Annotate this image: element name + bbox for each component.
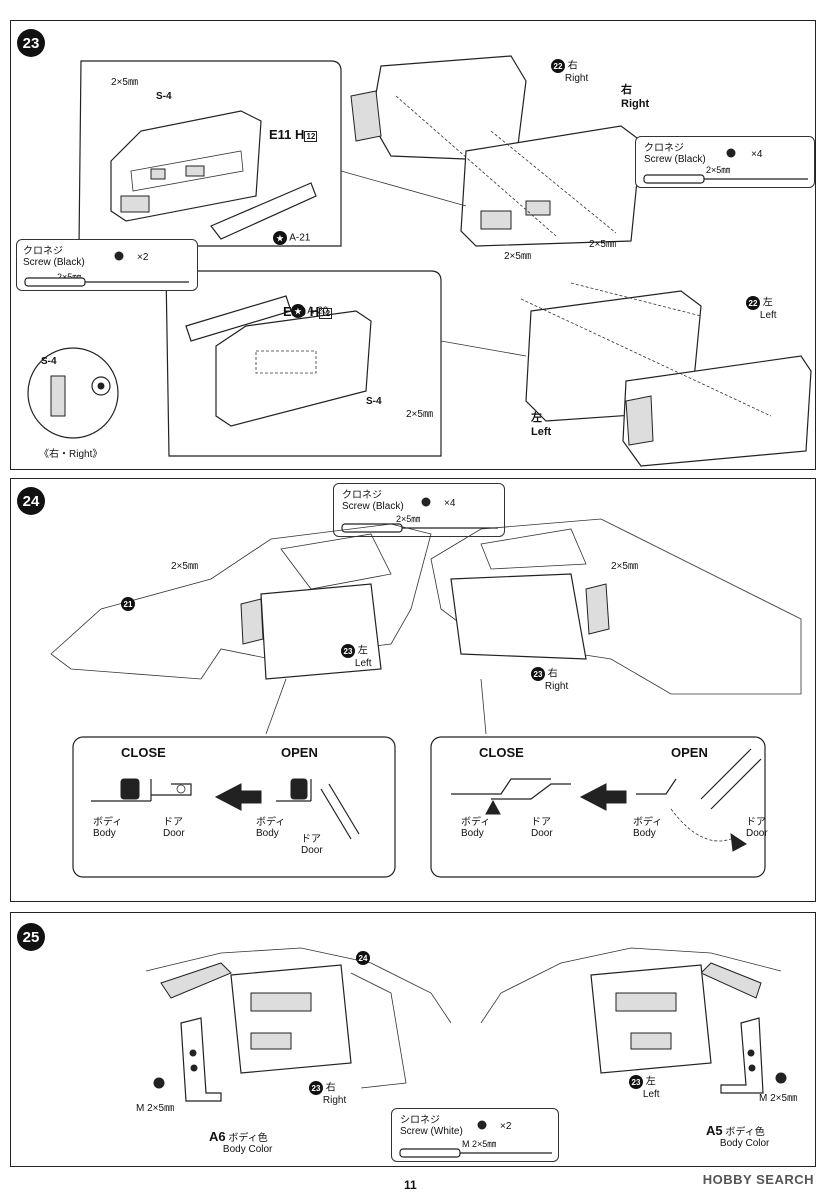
step23-illustration	[27, 55, 812, 467]
detail-circle	[27, 347, 119, 439]
ref23-right-25: 23 右 Right	[309, 1081, 346, 1106]
step-24-panel: 24 クロネジ Screw (Black) ×4 2×5㎜	[10, 478, 816, 902]
close-open-box-left	[72, 736, 396, 878]
screw-icon-right	[775, 1072, 787, 1084]
page-number: 11	[404, 1178, 417, 1192]
part-s4-label-2: S-4	[366, 396, 382, 407]
part-a6-label: A6 ボディ色 Body Color	[209, 1129, 273, 1155]
ref24: 24	[356, 951, 370, 965]
screw-size-label-3: 2×5㎜	[589, 239, 616, 250]
part-a5-label: A5 ボディ色 Body Color	[706, 1123, 770, 1149]
screw-m-left: M 2×5㎜	[136, 1103, 175, 1114]
detail-frame-right	[78, 60, 342, 247]
body-outline-right	[480, 947, 782, 1024]
part-s4-label-detail: S-4	[41, 356, 57, 367]
screw-size-left: 2×5㎜	[171, 561, 198, 572]
open-label-left: OPEN	[281, 745, 318, 760]
decal-a20-label: ★ A-20	[291, 304, 328, 318]
screw-icon-left	[153, 1077, 165, 1089]
decal-a21-label: ★ A-21	[273, 231, 310, 245]
detail-frame-left	[165, 270, 442, 457]
ref22-left: 22 左 Left	[746, 296, 777, 321]
screw-size-label-4: 2×5㎜	[504, 251, 531, 262]
screw-size-label-1: 2×5㎜	[111, 77, 138, 88]
open-label-right: OPEN	[671, 745, 708, 760]
car-body-left	[50, 523, 432, 680]
screwdriver-icon	[24, 251, 189, 287]
step24-illustration	[50, 518, 802, 878]
door-interior-right	[230, 964, 352, 1074]
ref23-left-25: 23 左 Left	[629, 1075, 660, 1100]
watermark: HOBBY SEARCH	[702, 1172, 814, 1187]
close-label-left: CLOSE	[121, 745, 166, 760]
hinge-left	[625, 395, 654, 446]
screw-size-label-2: 2×5㎜	[406, 409, 433, 420]
inner-panel-left-detail	[215, 310, 372, 427]
step-25-panel: 25 24 23 右 Right 23 左 Left M 2×5㎜ M 2×5㎜…	[10, 912, 816, 1167]
screw-size-right: 2×5㎜	[611, 561, 638, 572]
detail-right-label: 《右・Right》	[39, 449, 103, 460]
ref23-right: 23 右 Right	[531, 667, 568, 692]
ref21: 21	[121, 597, 135, 611]
screw-box-black-x2: クロネジ Screw (Black) ×2 2×5㎜	[16, 239, 198, 291]
hinge-right	[350, 90, 382, 142]
trim-strip-right	[210, 182, 317, 240]
ref22-right: 22 右 Right	[551, 59, 588, 84]
step-23-panel: 23 2×5㎜	[10, 20, 816, 470]
body-outline-left	[145, 947, 452, 1024]
screw-m-right: M 2×5㎜	[759, 1093, 798, 1104]
door-interior-left	[590, 964, 712, 1074]
screw-box-white-x2: シロネジ Screw (White) ×2 M 2×5㎜	[391, 1108, 559, 1162]
door-outer-left	[622, 355, 812, 467]
hinge-a6	[180, 1017, 222, 1102]
close-open-box-right	[430, 736, 766, 878]
close-label-right: CLOSE	[479, 745, 524, 760]
part-s4-label-1: S-4	[156, 91, 172, 102]
step-number-23: 23	[17, 29, 45, 57]
step-number-25: 25	[17, 923, 45, 951]
door-right-open	[450, 573, 587, 660]
hinge-a5	[720, 1017, 764, 1094]
screwdriver-icon	[643, 148, 808, 184]
screw-box-black-x4: クロネジ Screw (Black) ×4 2×5㎜	[635, 136, 815, 188]
step25-illustration	[145, 947, 787, 1102]
ref23-left: 23 左 Left	[341, 644, 372, 669]
step-number-24: 24	[17, 487, 45, 515]
screwdriver-icon	[341, 497, 498, 533]
screwdriver-icon	[399, 1120, 552, 1158]
